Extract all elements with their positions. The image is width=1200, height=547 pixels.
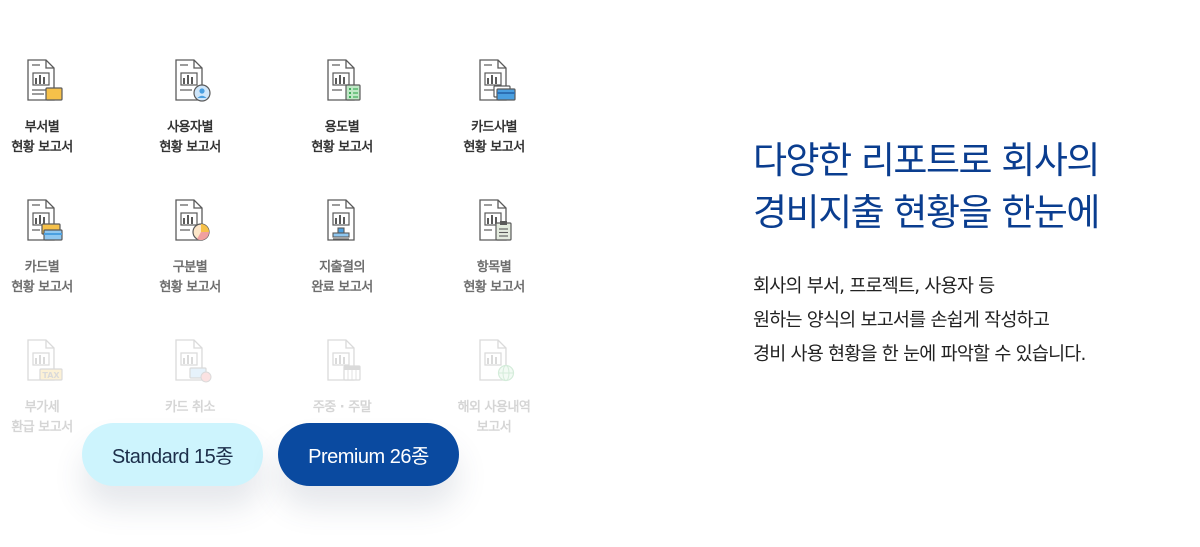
report-tile-card-cancel[interactable]: 카드 취소	[114, 280, 266, 415]
report-label-line2: 현황 보고서	[463, 140, 525, 155]
report-tile-user[interactable]: 사용자별 현황 보고서	[114, 0, 266, 155]
report-label-line1: 카드별	[24, 260, 60, 275]
headline-line2: 경비지출 현황을 한눈에	[753, 191, 1100, 234]
svg-text:TAX: TAX	[42, 371, 60, 380]
report-tile-item[interactable]: 항목별 현황 보고서	[418, 140, 570, 295]
card-report-icon	[20, 196, 64, 246]
report-label-line2: 현황 보고서	[463, 280, 525, 295]
report-tile-weekday-weekend[interactable]: 주중 · 주말	[266, 280, 418, 415]
headline: 다양한 리포트로 회사의 경비지출 현황을 한눈에	[753, 135, 1173, 239]
report-tile-card[interactable]: 카드별 현황 보고서	[0, 140, 118, 295]
department-report-icon	[20, 56, 64, 106]
report-tile-category[interactable]: 구분별 현황 보고서	[114, 140, 266, 295]
report-label-line1: 용도별	[324, 120, 360, 135]
report-label-line2: 현황 보고서	[311, 140, 373, 155]
report-tile-card-company[interactable]: 카드사별 현황 보고서	[418, 0, 570, 155]
report-label-line1: 사용자별	[167, 120, 213, 135]
expense-resolution-report-icon	[320, 196, 364, 246]
standard-plan-button[interactable]: Standard 15종	[82, 423, 263, 486]
report-tile-expense-resolution[interactable]: 지출결의 완료 보고서	[266, 140, 418, 295]
report-label-line1: 해외 사용내역	[457, 400, 531, 415]
report-label-line1: 항목별	[476, 260, 512, 275]
report-label-line1: 부서별	[24, 120, 60, 135]
headline-line1: 다양한 리포트로 회사의	[753, 139, 1100, 182]
report-tile-vat-refund[interactable]: TAX 부가세 환급 보고서	[0, 280, 118, 435]
vat-refund-report-icon: TAX	[20, 336, 64, 386]
report-label-line1: 지출결의	[319, 260, 365, 275]
category-report-icon	[168, 196, 212, 246]
description-line3: 경비 사용 현황을 한 눈에 파악할 수 있습니다.	[753, 344, 1086, 365]
report-label-line1: 구분별	[172, 260, 208, 275]
report-label-line2: 현황 보고서	[159, 140, 221, 155]
item-report-icon	[472, 196, 516, 246]
overseas-report-icon	[472, 336, 516, 386]
report-label-line2: 현황 보고서	[159, 280, 221, 295]
report-label-line1: 카드사별	[471, 120, 517, 135]
report-label-line2: 현황 보고서	[11, 280, 73, 295]
weekday-weekend-report-icon	[320, 336, 364, 386]
purpose-report-icon	[320, 56, 364, 106]
user-report-icon	[168, 56, 212, 106]
report-label-line1: 카드 취소	[165, 400, 215, 415]
description-line1: 회사의 부서, 프로젝트, 사용자 등	[753, 276, 995, 297]
card-cancel-report-icon	[168, 336, 212, 386]
report-tile-purpose[interactable]: 용도별 현황 보고서	[266, 0, 418, 155]
report-tile-department[interactable]: 부서별 현황 보고서	[0, 0, 118, 155]
report-label-line2: 환급 보고서	[11, 420, 73, 435]
report-grid: 부서별 현황 보고서 사용자별 현황 보고서	[0, 0, 560, 547]
report-tile-overseas[interactable]: 해외 사용내역 보고서	[418, 280, 570, 435]
card-company-report-icon	[472, 56, 516, 106]
description: 회사의 부서, 프로젝트, 사용자 등 원하는 양식의 보고서를 손쉽게 작성하…	[753, 270, 1193, 372]
report-label-line1: 주중 · 주말	[312, 400, 372, 415]
report-label-line2: 현황 보고서	[11, 140, 73, 155]
premium-plan-button[interactable]: Premium 26종	[278, 423, 459, 486]
report-label-line2: 완료 보고서	[311, 280, 373, 295]
report-label-line1: 부가세	[24, 400, 60, 415]
description-line2: 원하는 양식의 보고서를 손쉽게 작성하고	[753, 310, 1050, 331]
report-label-line2: 보고서	[476, 420, 512, 435]
